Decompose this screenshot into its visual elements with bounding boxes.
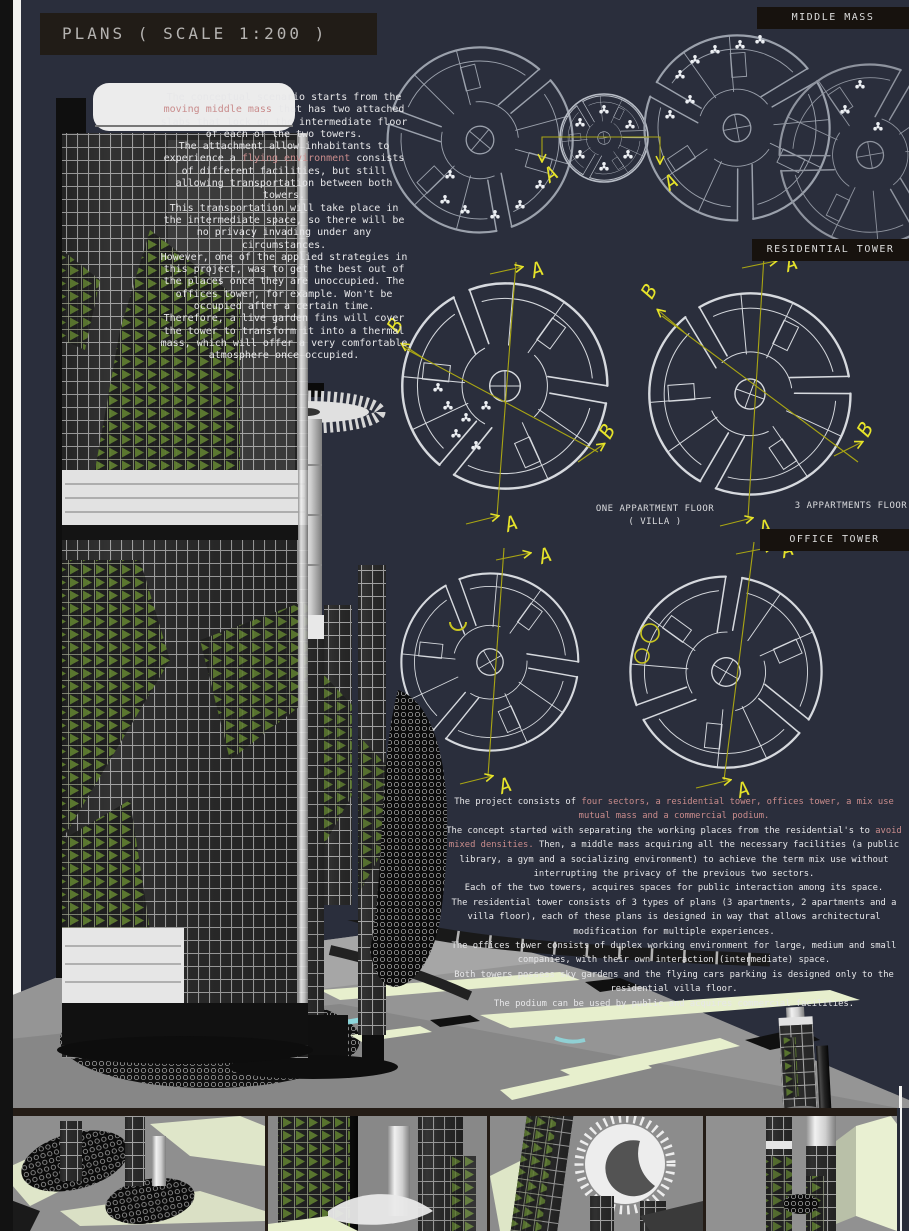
thumbnail-slim-towers	[706, 1116, 897, 1231]
left-black-border	[0, 0, 13, 1231]
caption-villa-floor: ONE APPARTMENT FLOOR ( VILLA )	[545, 503, 765, 529]
middle-mass-plan-drawing: A A	[390, 15, 909, 245]
thumbnail-aerial-podium	[0, 1116, 265, 1231]
highlighted-text: four sectors, a residential tower, offic…	[578, 797, 894, 822]
body-text: that has two attached slabs that lock on…	[160, 104, 408, 140]
distant-tower-render	[778, 1006, 832, 1112]
section-marker-a: A	[526, 256, 547, 283]
right-edge-line	[900, 1086, 902, 1110]
highlighted-text: flying environment	[241, 153, 351, 165]
right-edge-line-lower	[900, 1108, 902, 1231]
body-text: The residential tower consists of 3 type…	[451, 897, 897, 937]
body-text: The conceptual scenario starts from the	[166, 92, 402, 103]
body-text: Therefore, a live garden fins will cover…	[160, 313, 408, 362]
office-plan-drawing-right: A A	[628, 538, 858, 793]
body-text: Then, a middle mass acquiring all the ne…	[459, 840, 900, 880]
mesh-shell-render	[370, 690, 448, 987]
caption-three-apartments: 3 APPARTMENTS FLOOR	[794, 501, 908, 511]
body-text: This transportation will take place in t…	[163, 202, 405, 251]
strip-right-margin	[897, 1108, 909, 1231]
section-marker-b: B	[636, 280, 663, 302]
intro-paragraph: The conceptual scenario starts from the …	[160, 92, 408, 363]
body-text: The podium can be used by public and acq…	[493, 998, 855, 1009]
thumbnail-green-towers	[268, 1116, 487, 1231]
caption-villa-line2: ( VILLA )	[628, 517, 682, 527]
label-residential-tower: RESIDENTIAL TOWER	[752, 239, 909, 261]
body-text: The attachment allow inhabitants to expe…	[163, 141, 390, 165]
render-thumbnail-strip	[0, 1108, 909, 1231]
caption-villa-line1: ONE APPARTMENT FLOOR	[595, 504, 715, 514]
body-text: However, one of the applied strategies i…	[160, 251, 408, 313]
residential-3apartments-plan-drawing: A A B B	[648, 252, 868, 530]
highlighted-text: moving middle mass	[163, 104, 272, 116]
body-text: Both towers possess sky gardens and the …	[454, 969, 894, 995]
label-office-tower: OFFICE TOWER	[760, 529, 909, 551]
body-text: The offices tower consists of duplex wor…	[451, 941, 897, 966]
page-title: PLANS ( SCALE 1:200 )	[40, 13, 377, 55]
body-text: Each of the two towers, acquires spaces …	[464, 883, 884, 894]
section-marker-a: A	[537, 161, 562, 189]
label-middle-mass: MIDDLE MASS	[757, 7, 909, 29]
page-title-text: PLANS ( SCALE 1:200 )	[62, 24, 328, 43]
thumbnail-gear-parking	[490, 1116, 703, 1231]
body-text: The project consists of	[454, 797, 582, 807]
residential-tower-render	[56, 83, 313, 1064]
body-text: The concept started with separating the …	[446, 825, 876, 836]
section-marker-b: B	[852, 418, 879, 440]
body-text: consists of different facilities, but st…	[175, 153, 405, 202]
section-marker-b: B	[594, 420, 621, 442]
project-description-paragraph: The project consists of four sectors, a …	[440, 795, 908, 1011]
left-white-border	[13, 0, 21, 1012]
highlighted-text: avoid mixed densities.	[448, 825, 902, 851]
